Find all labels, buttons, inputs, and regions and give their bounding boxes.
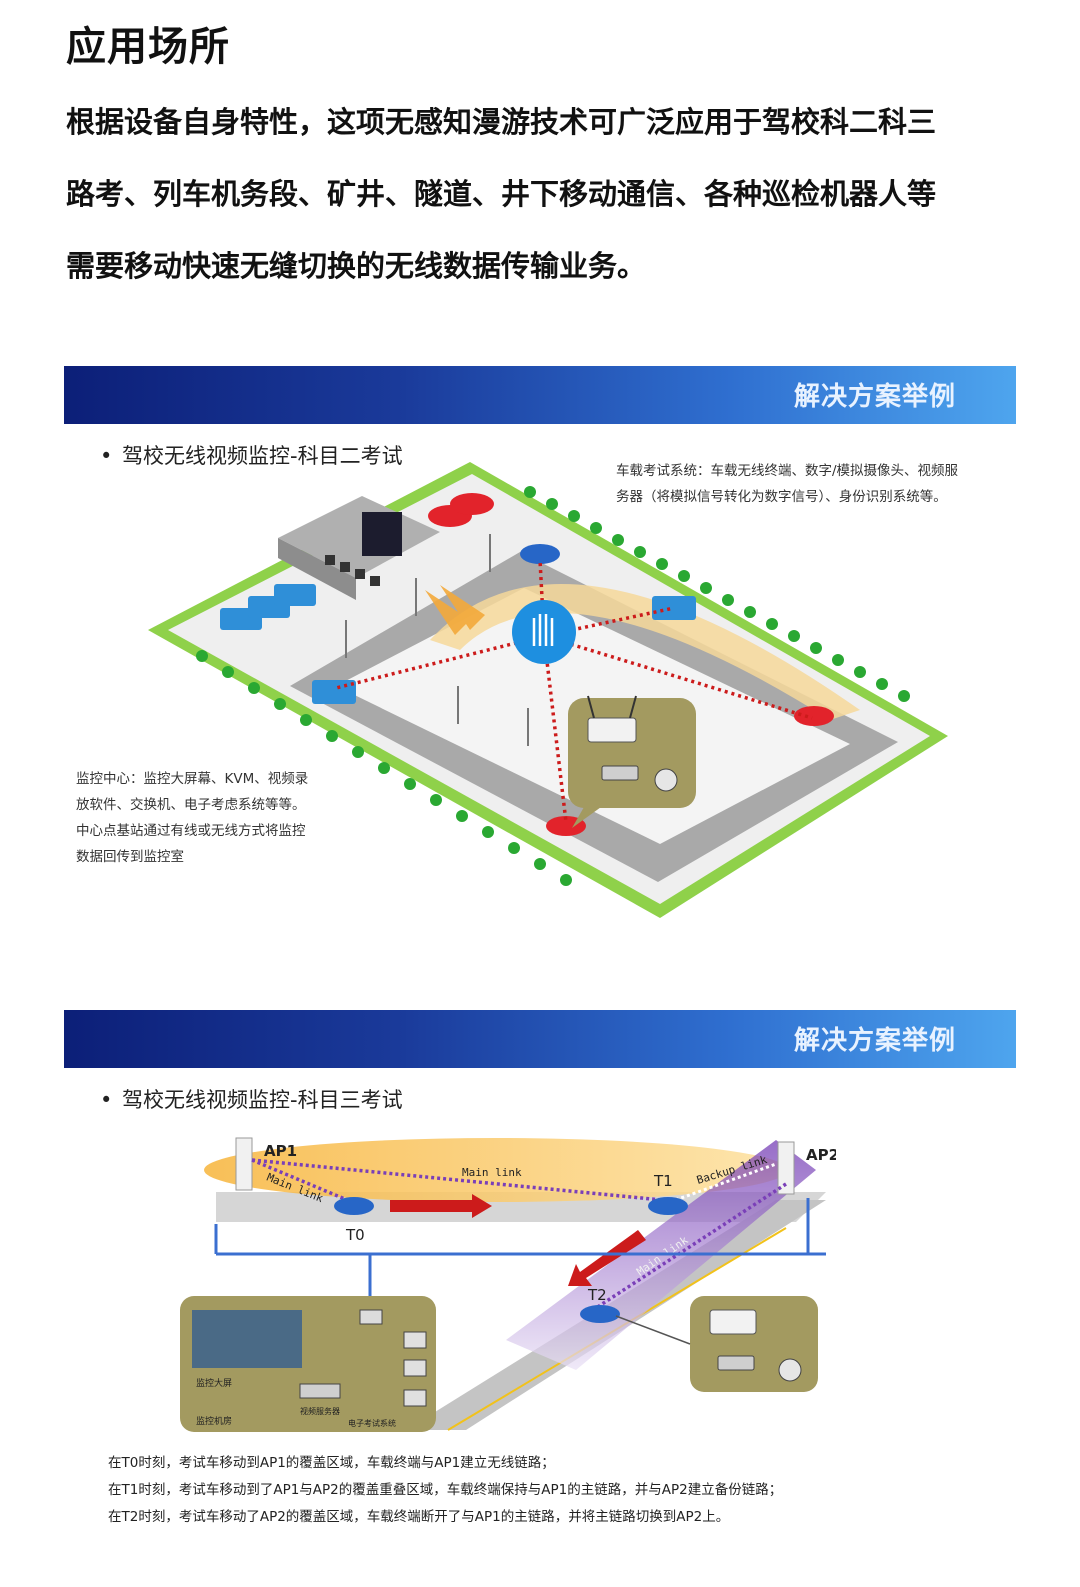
car-t0 bbox=[334, 1197, 374, 1215]
note-line: 车载考试系统：车载无线终端、数字/模拟摄像头、视频服 bbox=[616, 463, 959, 479]
direction-arrows bbox=[425, 585, 485, 635]
t2-label: T2 bbox=[587, 1286, 607, 1304]
car-blue bbox=[520, 544, 560, 564]
slide2-bullet-text: 驾校无线视频监控-科目三考试 bbox=[122, 1088, 403, 1112]
car-t2 bbox=[580, 1305, 620, 1323]
vehicle-system-note: 车载考试系统：车载无线终端、数字/模拟摄像头、视频服 务器（将模拟信号转化为数字… bbox=[616, 458, 958, 510]
move-arrow-down bbox=[568, 1230, 646, 1286]
ap2-device bbox=[777, 1141, 795, 1195]
move-arrow-right bbox=[390, 1194, 492, 1218]
ap2-label: AP2 bbox=[806, 1146, 836, 1164]
backup-link bbox=[669, 1162, 777, 1204]
main-links bbox=[251, 1158, 787, 1310]
slide1-bullet: • 驾校无线视频监控-科目二考试 bbox=[100, 440, 403, 470]
monitoring-room-panel bbox=[180, 1296, 436, 1432]
t0-label: T0 bbox=[345, 1226, 365, 1244]
subject2-exam-diagram bbox=[148, 462, 948, 918]
monitor-room-label: 监控机房 bbox=[196, 1415, 232, 1427]
step-line: 在T2时刻，考试车移动了AP2的覆盖区域，车载终端断开了与AP1的主链路，并将主… bbox=[108, 1509, 730, 1525]
wired-network bbox=[214, 1198, 826, 1320]
car-red bbox=[794, 706, 834, 726]
slide1-banner: 解决方案举例 bbox=[64, 366, 1016, 424]
exam-system-label: 电子考试系统 bbox=[348, 1418, 396, 1428]
note-line: 放软件、交换机、电子考虑系统等等。 bbox=[76, 797, 306, 813]
ap1-device bbox=[235, 1137, 253, 1191]
wall-screen-label: 监控大屏 bbox=[196, 1377, 232, 1389]
parked-red-cars bbox=[428, 493, 494, 527]
slide2-banner: 解决方案举例 bbox=[64, 1010, 1016, 1068]
intro-line: 需要移动快速无缝切换的无线数据传输业务。 bbox=[66, 249, 647, 283]
slide1-banner-title: 解决方案举例 bbox=[793, 382, 956, 412]
intro-paragraph: 根据设备自身特性，这项无感知漫游技术可广泛应用于驾校科二科三 路考、列车机务段、… bbox=[66, 86, 1026, 302]
slide1-bullet-text: 驾校无线视频监控-科目二考试 bbox=[122, 444, 403, 468]
truck-on-road bbox=[312, 680, 356, 704]
vehicle-equipment-panel bbox=[615, 1296, 818, 1392]
base-station-icon bbox=[512, 600, 576, 664]
ap1-coverage bbox=[204, 1138, 788, 1202]
intro-line: 路考、列车机务段、矿井、隧道、井下移动通信、各种巡检机器人等 bbox=[66, 177, 937, 211]
note-line: 中心点基站通过有线或无线方式将监控 bbox=[76, 823, 306, 839]
note-line: 务器（将模拟信号转化为数字信号）、身份识别系统等。 bbox=[616, 489, 947, 505]
main-link-label: Main link bbox=[462, 1166, 522, 1179]
parked-trucks bbox=[220, 584, 316, 630]
slide2-banner-title: 解决方案举例 bbox=[793, 1026, 956, 1056]
roadside-trees bbox=[196, 486, 910, 886]
note-line: 监控中心：监控大屏幕、KVM、视频录 bbox=[76, 771, 309, 787]
note-line: 数据回传到监控室 bbox=[76, 849, 184, 865]
roaming-steps: 在T0时刻，考试车移动到AP1的覆盖区域，车载终端与AP1建立无线链路； 在T1… bbox=[108, 1450, 782, 1531]
ap1-label: AP1 bbox=[264, 1142, 297, 1160]
vehicle-equipment-callout bbox=[568, 695, 696, 828]
slide2-bullet: • 驾校无线视频监控-科目三考试 bbox=[100, 1084, 403, 1114]
bullet-dot: • bbox=[100, 1088, 113, 1112]
monitoring-building bbox=[278, 496, 440, 600]
step-line: 在T1时刻，考试车移动到了AP1与AP2的覆盖重叠区域，车载终端保持与AP1的主… bbox=[108, 1482, 783, 1498]
monitoring-center-note: 监控中心：监控大屏幕、KVM、视频录 放软件、交换机、电子考虑系统等等。 中心点… bbox=[76, 766, 308, 870]
t1-label: T1 bbox=[653, 1172, 673, 1190]
truck-on-road bbox=[652, 596, 696, 620]
video-server-label: 视频服务器 bbox=[300, 1406, 340, 1416]
light-poles bbox=[345, 534, 529, 746]
subject3-roaming-diagram: AP1 AP2 Main link Main link Main link Ba… bbox=[180, 1137, 836, 1432]
bullet-dot: • bbox=[100, 444, 113, 468]
intro-line: 根据设备自身特性，这项无感知漫游技术可广泛应用于驾校科二科三 bbox=[66, 105, 937, 139]
step-line: 在T0时刻，考试车移动到AP1的覆盖区域，车载终端与AP1建立无线链路； bbox=[108, 1455, 555, 1471]
page-title: 应用场所 bbox=[66, 24, 230, 70]
car-t1 bbox=[648, 1197, 688, 1215]
